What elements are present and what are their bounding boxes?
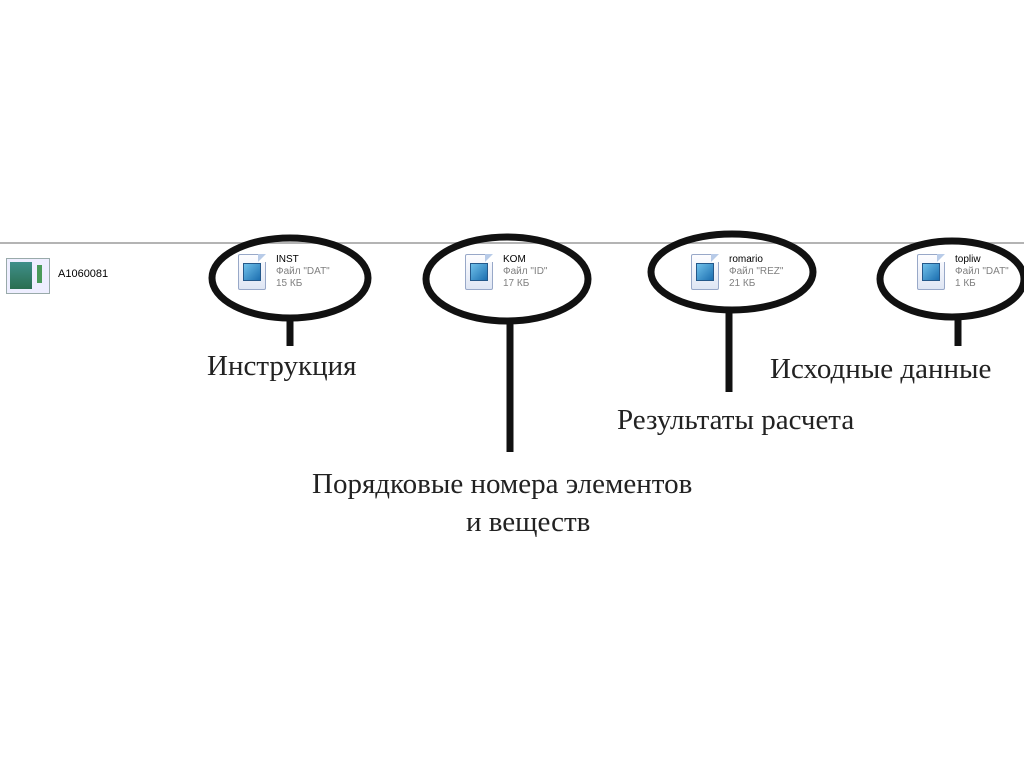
file-name: INST [276, 254, 299, 265]
file-type: Файл "ID" [503, 266, 548, 277]
callout-ellipse-inst [208, 234, 372, 322]
image-viewer-icon[interactable] [6, 258, 50, 294]
file-name-a1060081[interactable]: A1060081 [58, 268, 109, 280]
file-name: topliw [955, 254, 981, 265]
file-size: 15 КБ [276, 278, 303, 289]
file-size: 17 КБ [503, 278, 530, 289]
file-size: 1 КБ [955, 278, 976, 289]
label-element-numbers: Порядковые номера элементов [312, 468, 693, 500]
callout-ellipse-kom [422, 233, 592, 325]
callout-ellipse-topliw [876, 237, 1024, 321]
file-size: 21 КБ [729, 278, 756, 289]
file-type: Файл "REZ" [729, 266, 784, 277]
document-icon [465, 254, 493, 290]
label-element-numbers-line2: и веществ [466, 506, 591, 538]
file-type: Файл "DAT" [276, 266, 330, 277]
label-instruction: Инструкция [207, 350, 357, 382]
file-name: KOM [503, 254, 526, 265]
file-type: Файл "DAT" [955, 266, 1009, 277]
document-icon [917, 254, 945, 290]
document-icon [691, 254, 719, 290]
file-name: romario [729, 254, 763, 265]
label-input-data: Исходные данные [770, 353, 992, 385]
callout-ellipse-romario [647, 230, 817, 314]
label-results: Результаты расчета [617, 404, 855, 436]
divider [0, 242, 1024, 244]
document-icon [238, 254, 266, 290]
